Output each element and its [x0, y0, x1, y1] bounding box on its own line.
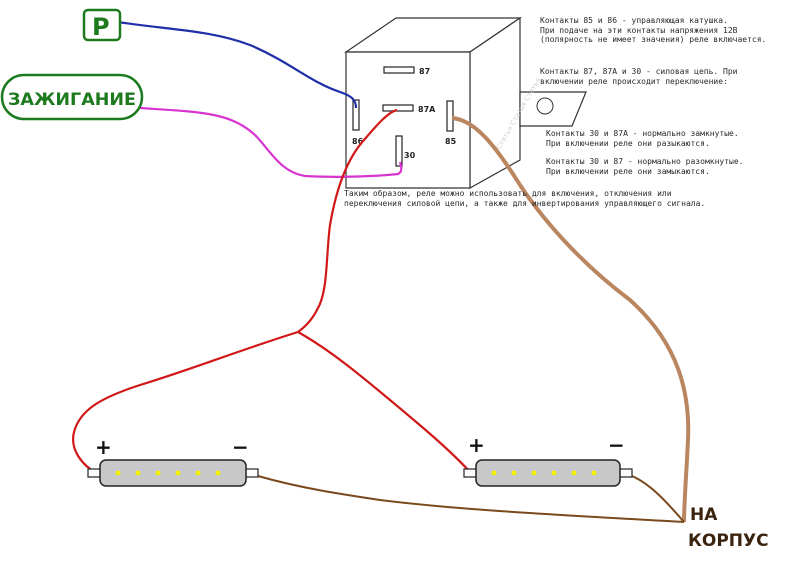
relay-front-face [345, 51, 471, 189]
relay-mounting-bracket [519, 91, 587, 127]
led-dot [511, 470, 517, 476]
p-label-box: P [82, 8, 122, 42]
red-wire-right [297, 331, 471, 473]
ground-wire-right [631, 475, 685, 523]
minus-sign-right: − [608, 433, 625, 457]
led-dot [531, 470, 537, 476]
led-strip-left [87, 459, 259, 487]
ground-label-line2: КОРПУС [688, 531, 769, 551]
led-dot [175, 470, 181, 476]
pin-85 [446, 100, 454, 132]
p-label-frame [82, 8, 122, 42]
pin-86 [352, 99, 360, 131]
brown-wire [451, 116, 691, 523]
led-dot [195, 470, 201, 476]
led-right-dots [491, 470, 597, 476]
pin-30-label: 30 [404, 151, 416, 160]
led-left-body [99, 459, 247, 487]
pin-87a [382, 104, 414, 112]
led-dot [551, 470, 557, 476]
led-dot [135, 470, 141, 476]
plus-sign-left: + [95, 435, 112, 459]
led-dot [491, 470, 497, 476]
led-dot [155, 470, 161, 476]
pin-85-label: 85 [445, 137, 457, 146]
note-coil: Контакты 85 и 86 - управляющая катушка. … [540, 16, 767, 44]
led-dot [115, 470, 121, 476]
pin-86-label: 86 [352, 137, 364, 146]
blue-wire [117, 20, 358, 109]
p-label-text: P [92, 13, 110, 41]
note-power-circuit: Контакты 87, 87А и 30 - силовая цепь. Пр… [540, 67, 738, 86]
led-dot [571, 470, 577, 476]
note-normally-closed: Контакты 30 и 87А - нормально замкнутые.… [546, 129, 739, 148]
red-wire-left [72, 330, 299, 476]
pin-30 [395, 135, 403, 167]
led-right-body [475, 459, 621, 487]
ignition-label-frame [0, 73, 144, 121]
minus-sign-left: − [232, 435, 249, 459]
led-left-dots [115, 470, 221, 476]
bracket-hole [536, 97, 554, 115]
ignition-label: ЗАЖИГАНИЕ [0, 73, 144, 121]
note-normally-open: Контакты 30 и 87 - нормально разомкнутые… [546, 157, 744, 176]
led-dot [591, 470, 597, 476]
pin-87-label: 87 [419, 67, 430, 76]
plus-sign-right: + [468, 433, 485, 457]
ground-label-line1: НА [690, 505, 718, 525]
relay: 87 87A 86 30 85 [344, 16, 587, 190]
pin-87 [383, 66, 415, 74]
magenta-wire [139, 106, 403, 178]
note-summary: Таким образом, реле можно использовать д… [344, 189, 706, 208]
led-dot [215, 470, 221, 476]
ignition-label-text: ЗАЖИГАНИЕ [8, 90, 136, 110]
led-strip-right [463, 459, 633, 487]
ground-wire-left [257, 475, 685, 523]
pin-87a-label: 87A [418, 105, 436, 114]
red-wire-main [297, 108, 398, 333]
